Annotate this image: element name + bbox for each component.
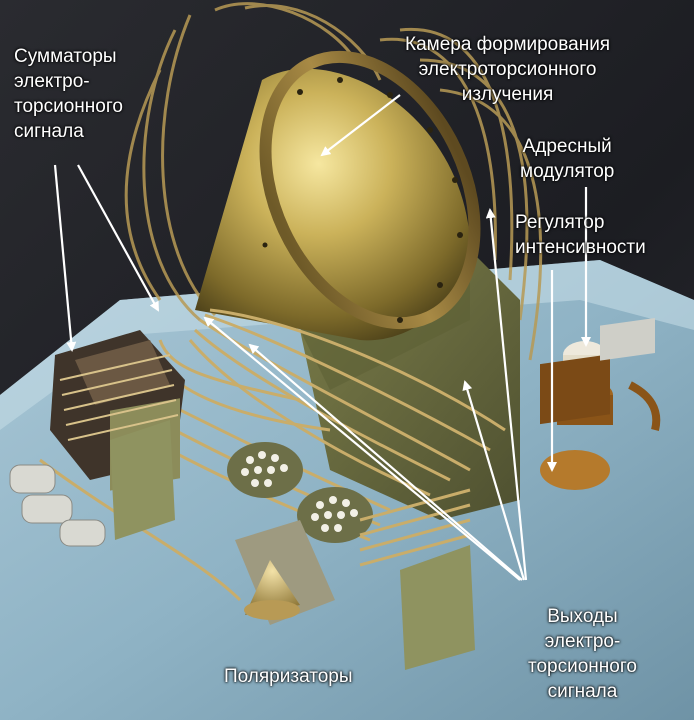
label-summators-line2: электро- bbox=[14, 71, 90, 92]
arrow-chamber bbox=[320, 94, 401, 157]
label-polarizers-text: Поляризаторы bbox=[224, 666, 353, 687]
label-outputs-line1: Выходы bbox=[547, 606, 618, 627]
label-outputs-line3: торсионного bbox=[528, 656, 637, 677]
label-summators-line3: торсионного bbox=[14, 96, 123, 117]
bracket-rods bbox=[359, 488, 471, 567]
polarizer-discs bbox=[227, 442, 373, 543]
arrow-output-4 bbox=[485, 208, 528, 581]
mounting-brackets bbox=[110, 420, 475, 670]
label-address-modulator-line1: Адресный bbox=[522, 136, 612, 157]
ceramic-connectors bbox=[9, 464, 106, 547]
label-intensity-regulator: Регулятор интенсивности bbox=[515, 210, 646, 260]
label-chamber-line2: электроторсионного bbox=[418, 59, 597, 80]
arrow-output-2 bbox=[248, 343, 523, 581]
label-intensity-regulator-line2: интенсивности bbox=[515, 237, 646, 258]
arrow-output-3 bbox=[462, 380, 526, 581]
pointer-arrows bbox=[53, 94, 591, 581]
small-polarizer bbox=[235, 520, 335, 625]
label-chamber-line3: излучения bbox=[461, 84, 554, 105]
label-summators: Сумматоры электро- торсионного сигнала bbox=[14, 44, 123, 144]
label-address-modulator: Адресный модулятор bbox=[520, 134, 614, 184]
label-outputs-line2: электро- bbox=[544, 631, 621, 652]
label-outputs: Выходы электро- торсионного сигнала bbox=[528, 604, 637, 704]
label-address-modulator-line2: модулятор bbox=[520, 161, 615, 182]
label-summators-line1: Сумматоры bbox=[14, 46, 117, 67]
label-intensity-regulator-line1: Регулятор bbox=[515, 212, 605, 233]
arrow-output-1 bbox=[203, 316, 521, 581]
arrow-summator-1 bbox=[53, 164, 77, 352]
arrow-summator-2 bbox=[77, 164, 159, 312]
cone-rim bbox=[259, 50, 481, 330]
intensity-regulator bbox=[540, 317, 661, 490]
label-chamber-line1: Камера формирования bbox=[405, 34, 611, 55]
label-polarizers: Поляризаторы bbox=[224, 664, 353, 689]
label-summators-line4: сигнала bbox=[14, 121, 84, 142]
label-chamber: Камера формирования электроторсионного и… bbox=[405, 32, 610, 107]
label-outputs-line4: сигнала bbox=[547, 681, 618, 702]
